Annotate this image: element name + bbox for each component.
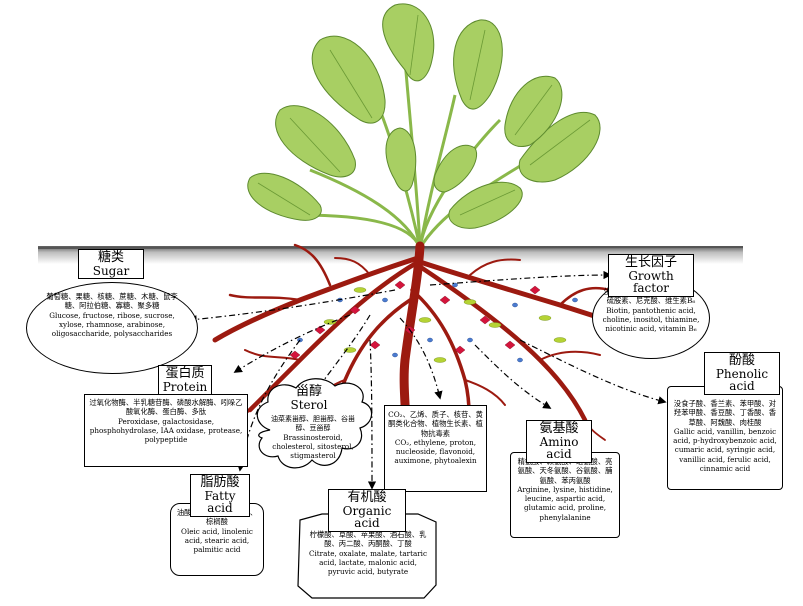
sterol-zh-list: 油菜素甾醇、胆甾醇、谷甾醇、豆甾醇	[271, 415, 355, 432]
small-molecule-content: CO₂、乙烯、质子、核苷、黄酮类化合物、植物生长素、植物抗毒素 CO₂, eth…	[384, 405, 487, 492]
small-molecule-zh-list: CO₂、乙烯、质子、核苷、黄酮类化合物、植物生长素、植物抗毒素	[388, 410, 483, 438]
small-molecule-en-list: CO₂, ethylene, proton, nucleoside, flavo…	[394, 437, 477, 466]
arrow-to-protein	[233, 314, 351, 373]
arrow-to-gases	[399, 317, 443, 400]
organic-acid-zh-list: 柠檬酸、草酸、苹果酸、酒石酸、乳酸、丙二酸、丙酮酸、丁酸	[309, 530, 427, 549]
protein-content: 过氧化物酶、半乳糖苷酶、磷酸水解酶、吲哚乙酸氧化酶、蛋白酶、多肽 Peroxid…	[84, 394, 248, 467]
fatty-acid-title-en: Fatty acid	[204, 488, 236, 516]
sterol-title: 甾醇 Sterol	[286, 384, 332, 412]
amino-acid-title-zh: 氨基酸	[539, 421, 579, 436]
phenolic-acid-en-list: Gallic acid, vanillin, benzoic acid, p-h…	[673, 426, 777, 473]
soil-surface	[37, 246, 744, 264]
sugar-title: 糖类 Sugar	[78, 249, 144, 280]
protein-title: 蛋白质 Protein	[158, 365, 212, 396]
sterol-en-list: Brassinosteroid, cholesterol, sitosterol…	[272, 432, 354, 461]
fatty-acid-title-zh: 脂肪酸	[200, 475, 240, 490]
sugar-title-zh: 糖类	[97, 250, 124, 265]
exudate-particles	[289, 280, 578, 363]
amino-acid-content: 精氨酸、赖氨酸、组氨酸、亮氨酸、天冬氨酸、谷氨酸、脯氨酸、苯丙氨酸 Argini…	[510, 452, 620, 538]
organic-acid-en-list: Citrate, oxalate, malate, tartaric acid,…	[308, 548, 428, 577]
phenolic-acid-title: 酚酸 Phenolic acid	[704, 352, 780, 395]
amino-acid-title-en: Amino acid	[539, 434, 579, 462]
growth-factor-title: 生长因子 Growth factor	[608, 254, 694, 297]
organic-acid-title-zh: 有机酸	[347, 490, 387, 505]
arrow-to-amino-acid	[474, 344, 552, 409]
growth-factor-title-zh: 生长因子	[624, 255, 677, 270]
organic-acid-title: 有机酸 Organic acid	[328, 489, 406, 532]
growth-factor-en-list: Biotin, pantothenic acid, choline, inosi…	[602, 305, 700, 334]
fatty-acid-title: 脂肪酸 Fatty acid	[190, 474, 250, 517]
phenolic-acid-title-zh: 酚酸	[728, 353, 755, 368]
protein-title-en: Protein	[162, 379, 208, 394]
protein-title-zh: 蛋白质	[165, 366, 205, 381]
organic-acid-content: 柠檬酸、草酸、苹果酸、酒石酸、乳酸、丙二酸、丙酮酸、丁酸 Citrate, ox…	[304, 530, 432, 576]
release-arrows	[188, 270, 667, 490]
protein-zh-list: 过氧化物酶、半乳糖苷酶、磷酸水解酶、吲哚乙酸氧化酶、蛋白酶、多肽	[89, 398, 243, 417]
sugar-title-en: Sugar	[92, 263, 130, 278]
arrow-to-sugar	[188, 289, 396, 324]
plant-shoot	[247, 3, 601, 249]
amino-acid-title: 氨基酸 Amino acid	[526, 420, 592, 463]
arrow-to-phenolic-acid	[519, 339, 667, 405]
sugar-content: 葡萄糖、果糖、核糖、蔗糖、木糖、鼠李糖、阿拉伯糖、寡糖、聚多糖 Glucose,…	[26, 282, 198, 374]
sterol-title-zh: 甾醇	[295, 384, 322, 399]
sugar-zh-list: 葡萄糖、果糖、核糖、蔗糖、木糖、鼠李糖、阿拉伯糖、寡糖、聚多糖	[46, 292, 178, 311]
sterol-content: 油菜素甾醇、胆甾醇、谷甾醇、豆甾醇 Brassinosteroid, chole…	[266, 415, 360, 461]
protein-en-list: Peroxidase, galactosidase, phosphohydrol…	[89, 416, 243, 445]
arrow-to-sterol	[317, 314, 371, 390]
amino-acid-en-list: Arginine, lysine, histidine, leucine, as…	[517, 484, 613, 522]
growth-factor-title-en: Growth factor	[628, 268, 674, 296]
arrow-to-organic-acid	[367, 339, 377, 490]
arrow-to-growth-factor	[429, 270, 612, 286]
sterol-title-en: Sterol	[290, 397, 328, 412]
phenolic-acid-zh-list: 没食子酸、香兰素、苯甲酸、对羟苯甲酸、香豆酸、丁香酸、香草酸、阿魏酸、肉桂酸	[673, 399, 777, 427]
phenolic-acid-title-en: Phenolic acid	[715, 366, 769, 394]
sterol-cloud-shape	[256, 378, 373, 469]
fatty-acid-en-list: Oleic acid, linolenic acid, stearic acid…	[181, 526, 253, 555]
sugar-en-list: Glucose, fructose, ribose, sucrose, xylo…	[49, 310, 175, 339]
organic-acid-title-en: Organic acid	[342, 503, 392, 531]
phenolic-acid-content: 没食子酸、香兰素、苯甲酸、对羟苯甲酸、香豆酸、丁香酸、香草酸、阿魏酸、肉桂酸 G…	[667, 386, 783, 490]
